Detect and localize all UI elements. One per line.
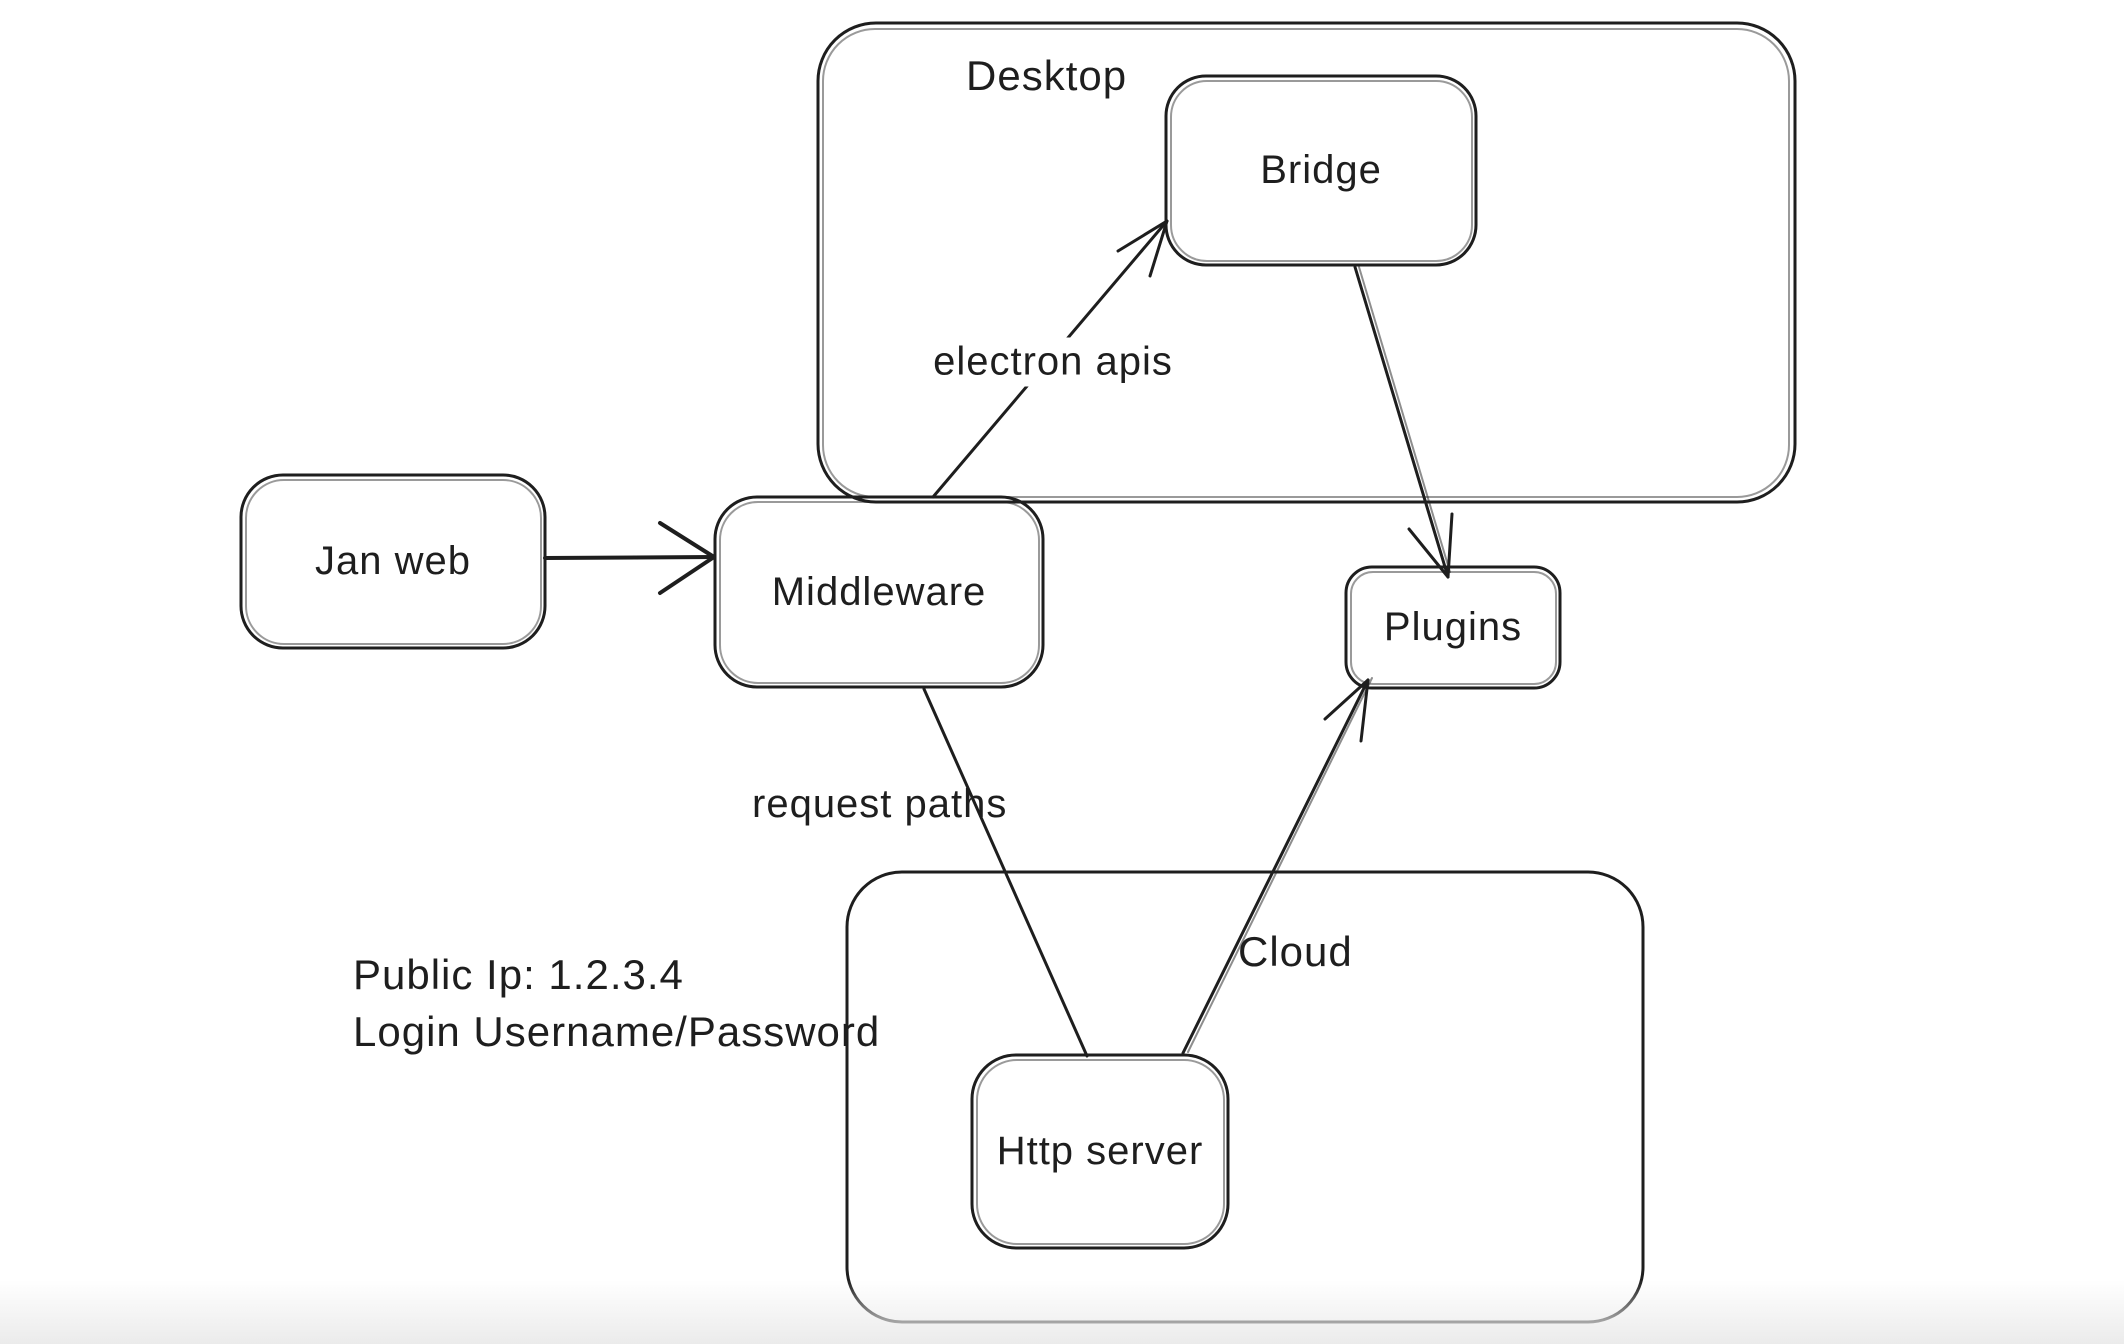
node-label-middleware[interactable]: Middleware (771, 569, 987, 614)
node-bridge[interactable] (1164, 74, 1478, 267)
node-http-server-sketch-stroke (976, 1059, 1225, 1245)
arrow-middleware-to-httpserver[interactable] (922, 687, 1089, 1058)
credentials-annotation[interactable]: Public Ip: 1.2.3.4 Login Username/Passwo… (353, 946, 880, 1060)
node-middleware[interactable] (713, 495, 1045, 689)
arrowhead (1116, 219, 1169, 278)
public-ip-text[interactable]: Public Ip: 1.2.3.4 (353, 951, 684, 998)
node-plugins-sketch-stroke (1350, 571, 1557, 685)
edge-label-electron-apis[interactable]: electron apis (923, 337, 1183, 387)
container-label-desktop[interactable]: Desktop (966, 52, 1128, 99)
node-label-bridge[interactable]: Bridge (1260, 148, 1382, 192)
container-label-cloud[interactable]: Cloud (1238, 928, 1353, 975)
arrow-httpserver-to-plugins[interactable] (1181, 677, 1373, 1055)
arrow-line[interactable] (922, 687, 1089, 1058)
arrow-line[interactable] (543, 555, 716, 560)
node-label-http-server[interactable]: Http server (996, 1129, 1204, 1173)
arrow-janweb-to-middleware[interactable] (543, 521, 716, 595)
node-label-jan-web[interactable]: Jan web (315, 539, 471, 583)
container-desktop[interactable] (816, 21, 1797, 504)
node-jan-web-sketch-stroke (245, 479, 542, 645)
arrowhead (658, 521, 716, 595)
node-middleware-sketch-stroke (719, 501, 1040, 684)
arrowhead (1323, 678, 1370, 743)
container-desktop-sketch-stroke (822, 28, 1790, 498)
node-label-plugins[interactable]: Plugins (1383, 605, 1523, 649)
arrow-bridge-to-plugins[interactable] (1353, 265, 1454, 579)
node-jan-web[interactable] (239, 473, 547, 650)
edge-label-request-paths[interactable]: request paths (752, 782, 1008, 826)
arrow-line[interactable] (1353, 265, 1450, 579)
arrow-line[interactable] (1181, 678, 1370, 1055)
arrowhead (1407, 512, 1454, 579)
arrow-line-sketch-stroke (1187, 677, 1373, 1053)
arrow-line-sketch-stroke (1358, 266, 1451, 573)
login-text[interactable]: Login Username/Password (353, 1008, 881, 1055)
node-plugins[interactable] (1344, 565, 1562, 690)
node-bridge-sketch-stroke (1170, 80, 1473, 262)
node-http-server[interactable] (970, 1053, 1230, 1250)
